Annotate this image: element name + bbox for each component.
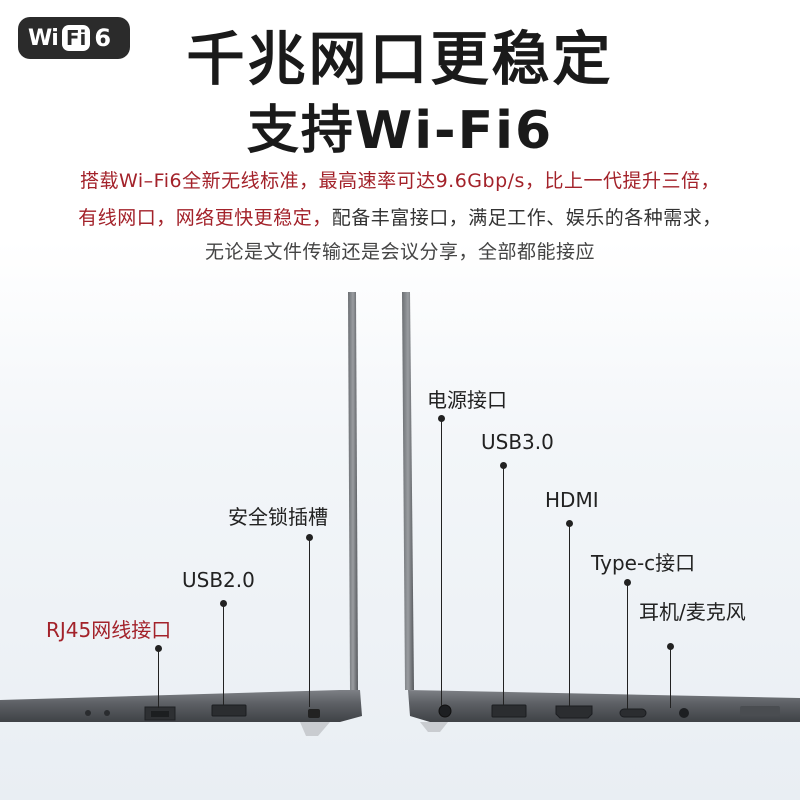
headline: 千兆网口更稳定 [186, 25, 614, 93]
left-lid [348, 292, 358, 690]
description-line-3: 无论是文件传输还是会议分享，全部都能接应 [204, 241, 595, 263]
right-lid [402, 292, 414, 690]
left-indicator-2 [104, 710, 110, 716]
wifi-logo-fi: Fi [61, 25, 91, 51]
hdmi-port [555, 705, 593, 719]
label-rj45: RJ45网线接口 [46, 618, 172, 642]
left-laptop [0, 292, 362, 736]
description-line-2-red: 有线网口，网络更快更稳定， [78, 207, 332, 229]
callout-line-usb2 [223, 603, 224, 705]
callout-line-typec [627, 582, 628, 709]
callout-line-power [441, 418, 442, 706]
wifi-logo-wi: Wi [28, 25, 59, 51]
description-line-1: 搭载Wi–Fi6全新无线标准，最高速率可达9.6Gbp/s，比上一代提升三倍， [80, 170, 720, 192]
label-hdmi: HDMI [545, 488, 599, 512]
usb2-port [211, 704, 247, 717]
usb3-port [491, 704, 527, 718]
label-usb2: USB2.0 [182, 568, 255, 592]
label-lock: 安全锁插槽 [228, 505, 328, 529]
callout-line-hdmi [569, 523, 570, 706]
subheadline: 支持Wi-Fi6 [246, 101, 554, 161]
callout-line-usb3 [503, 465, 504, 705]
callout-line-audio [670, 646, 671, 708]
left-base [0, 690, 362, 722]
wifi-logo-six: 6 [94, 24, 112, 52]
audio-port [679, 708, 689, 718]
callout-line-rj45 [158, 648, 159, 708]
right-vent [740, 706, 780, 716]
description-line-2: 有线网口，网络更快更稳定，配备丰富接口，满足工作、娱乐的各种需求， [0, 203, 800, 230]
lock-slot [308, 709, 320, 718]
left-indicator [85, 710, 91, 716]
label-usb3: USB3.0 [481, 430, 554, 454]
typec-port [619, 708, 647, 718]
wifi6-logo: Wi Fi 6 [18, 17, 130, 59]
description-line-2-dark: 配备丰富接口，满足工作、娱乐的各种需求， [331, 207, 722, 229]
left-foot [300, 722, 330, 736]
right-laptop [402, 292, 800, 732]
label-typec: Type-c接口 [591, 551, 696, 575]
label-power: 电源接口 [427, 388, 507, 412]
power-port [438, 704, 452, 718]
right-base [408, 690, 800, 722]
right-foot [420, 722, 448, 732]
rj45-port-inner [151, 711, 169, 717]
callout-line-lock [309, 537, 310, 707]
label-audio: 耳机/麦克风 [639, 600, 746, 624]
